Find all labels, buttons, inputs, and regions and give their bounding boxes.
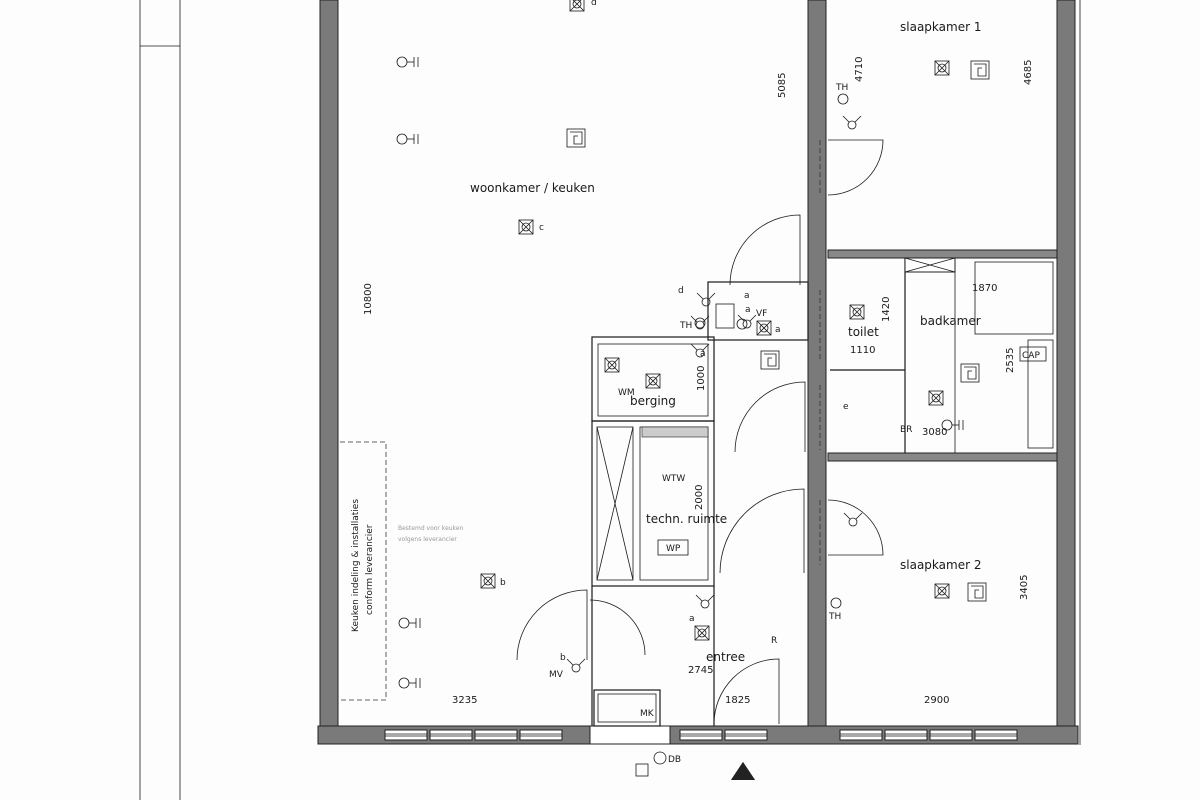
thermostat-icon <box>694 317 706 329</box>
switch-letter-d: d <box>678 286 684 296</box>
equipment-mv: MV <box>549 670 564 680</box>
dimension-4685: 4685 <box>1023 60 1034 85</box>
equipment-r: R <box>771 636 777 646</box>
thermostat-icon <box>830 597 842 609</box>
room-label-slaapkamer-1: slaapkamer 1 <box>900 20 981 34</box>
switch-letter-a: a <box>745 305 751 315</box>
dimension-3405: 3405 <box>1019 575 1030 600</box>
dimension-4710: 4710 <box>854 57 865 82</box>
dimension-2900: 2900 <box>924 695 949 706</box>
equipment-cap: CAP <box>1022 351 1040 361</box>
dimension-1110: 1110 <box>850 345 875 356</box>
room-label-toilet: toilet <box>848 325 879 339</box>
dimension-3080: 3080 <box>922 427 947 438</box>
switch-letter-b: b <box>560 653 566 663</box>
equipment-th-1: TH <box>835 83 848 93</box>
room-label-berging: berging <box>630 394 676 408</box>
equipment-db: DB <box>668 755 681 765</box>
kitchen-note-line-2: conform leverancier <box>365 524 375 615</box>
dimension-1420: 1420 <box>881 297 892 322</box>
equipment-th-3: TH <box>679 321 692 331</box>
switch-letter-a: a <box>775 325 781 335</box>
equipment-wp: WP <box>666 544 681 554</box>
equipment-vf: VF <box>756 309 767 319</box>
dimension-3235: 3235 <box>452 695 477 706</box>
equipment-mk: MK <box>640 709 655 719</box>
room-label-woonkamer: woonkamer / keuken <box>470 181 595 195</box>
north-arrow-icon <box>731 762 755 780</box>
room-label-entree: entree <box>706 650 745 664</box>
dimension-1825: 1825 <box>725 695 750 706</box>
switch-letter-b: b <box>500 578 506 588</box>
room-label-slaapkamer-2: slaapkamer 2 <box>900 558 981 572</box>
dimension-1000: 1000 <box>696 366 707 391</box>
switch-letter-a: a <box>744 291 750 301</box>
thermostat-icon <box>837 93 849 105</box>
switch-letter-e: e <box>843 402 849 412</box>
dimension-10800: 10800 <box>363 283 374 315</box>
equipment-br: BR <box>900 425 912 435</box>
dimension-2000: 2000 <box>694 485 705 510</box>
switch-letter-a: a <box>689 614 695 624</box>
switch-letter-c: c <box>539 223 544 233</box>
equipment-wm: WM <box>618 388 635 398</box>
room-label-badkamer: badkamer <box>920 314 981 328</box>
dimension-2745: 2745 <box>688 665 713 676</box>
switch-letter-d: d <box>591 0 597 8</box>
dimension-5085: 5085 <box>777 73 788 98</box>
faded-note-line-2: volgens leverancier <box>398 536 457 543</box>
dimension-2535: 2535 <box>1005 348 1016 373</box>
wall-socket-icon <box>396 56 964 689</box>
equipment-th-2: TH <box>828 612 841 622</box>
dimension-1870: 1870 <box>972 283 997 294</box>
faded-note-line-1: Bestemd voor keuken <box>398 525 464 532</box>
equipment-wtw: WTW <box>662 474 685 484</box>
room-label-techn: techn. ruimte <box>646 512 727 526</box>
switch-letter-a: a <box>700 349 706 359</box>
kitchen-note-line-1: Keuken indeling & installaties <box>351 499 361 632</box>
ceiling-light-icon <box>480 0 950 641</box>
